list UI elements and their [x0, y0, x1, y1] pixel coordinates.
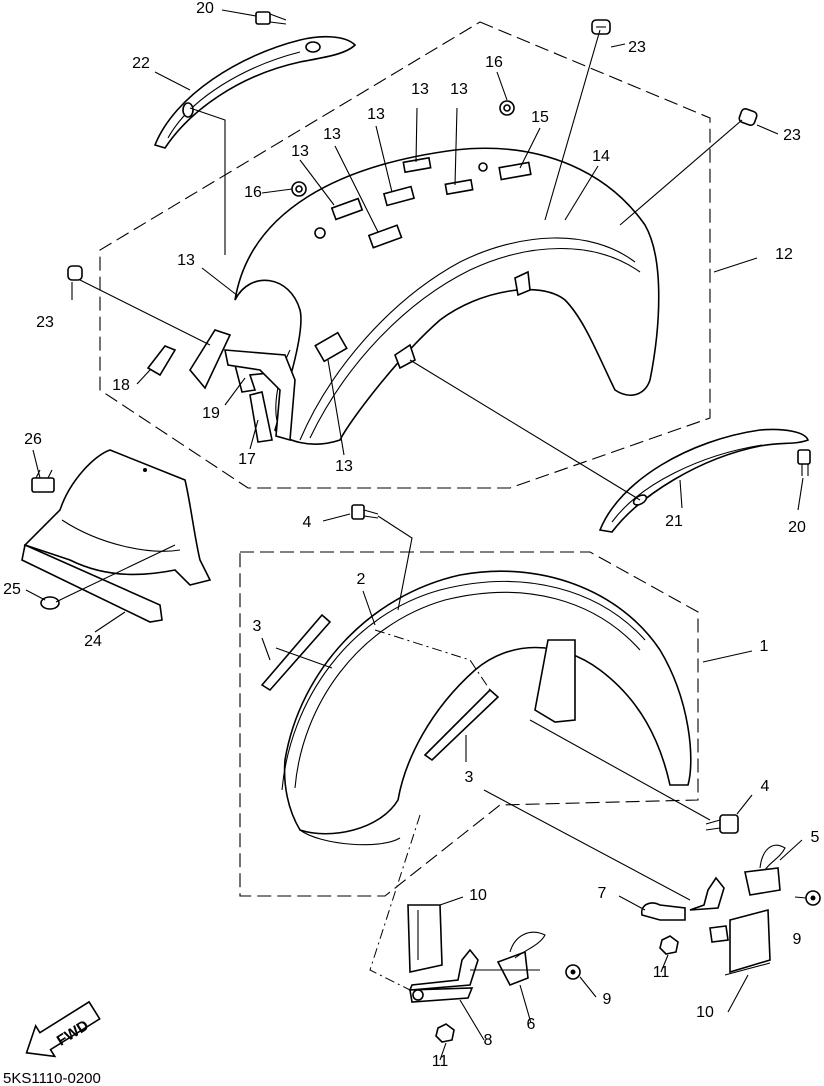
- stay-bracket: [224, 349, 296, 442]
- callout-20: 20: [196, 0, 214, 17]
- callout-labels: 1 2 3 3 4 4 5 6 7 8 9 9 10 10 11 11 12 1…: [3, 0, 819, 1070]
- callout-17: 17: [238, 451, 256, 468]
- callout-15: 15: [531, 109, 549, 126]
- grab-rail-22: [153, 35, 357, 149]
- reflector-10-left: [407, 904, 443, 973]
- callout-9: 9: [603, 991, 612, 1008]
- bracket-8: [408, 948, 479, 1003]
- bolt-4-top: [351, 504, 379, 520]
- callout-11: 11: [432, 1053, 449, 1070]
- rear-fender: [189, 147, 660, 445]
- callout-26: 26: [24, 431, 42, 448]
- bolt-20-top: [255, 11, 287, 25]
- rear-flap-24: [21, 449, 212, 623]
- callout-13: 13: [450, 81, 468, 98]
- drawing-code: 5KS1110-0200: [3, 1070, 101, 1086]
- front-fender-group-outline: [239, 551, 699, 897]
- nut-9-left: [565, 964, 581, 980]
- washer-16-right-hole: [503, 104, 511, 112]
- front-fender: [281, 570, 692, 846]
- callout-13: 13: [367, 106, 385, 123]
- leaders-front: [261, 513, 753, 821]
- callout-1: 1: [760, 638, 769, 655]
- bolt-20-right: [797, 449, 811, 476]
- leaders-flap: [25, 449, 176, 633]
- callout-19: 19: [202, 405, 220, 422]
- callout-9: 9: [793, 931, 802, 948]
- washer-16-left-hole: [295, 185, 303, 193]
- nut-11-left: [435, 1023, 455, 1043]
- fwd-arrow-icon: [25, 1000, 101, 1058]
- grab-rail-21: [598, 428, 810, 533]
- callout-20: 20: [788, 519, 806, 536]
- callout-13: 13: [177, 252, 195, 269]
- grommet-23-top: [591, 19, 611, 35]
- callout-14: 14: [592, 148, 610, 165]
- callout-8: 8: [484, 1032, 493, 1049]
- reflector-sticker-3-right: [423, 688, 500, 762]
- callout-2: 2: [357, 571, 366, 588]
- callout-4: 4: [761, 778, 770, 795]
- leaders-lower: [369, 789, 807, 1061]
- callout-10: 10: [696, 1004, 714, 1021]
- nut-11-right: [659, 935, 679, 955]
- callout-23: 23: [628, 39, 646, 56]
- callout-23: 23: [36, 314, 54, 331]
- callout-3: 3: [465, 769, 474, 786]
- callout-13: 13: [335, 458, 353, 475]
- callout-16: 16: [485, 54, 503, 71]
- callout-10: 10: [469, 887, 487, 904]
- callout-13: 13: [411, 81, 429, 98]
- damper-18: [146, 345, 177, 377]
- callout-13: 13: [291, 143, 309, 160]
- screw-25: [40, 596, 65, 610]
- callout-3: 3: [253, 618, 262, 635]
- leaders-upper: [71, 9, 804, 511]
- bolt-4-lower: [705, 814, 739, 834]
- callout-12: 12: [775, 246, 793, 263]
- bracket-right: [689, 876, 729, 943]
- callout-4: 4: [303, 514, 312, 531]
- callout-7: 7: [598, 885, 607, 902]
- clamp-5: [744, 844, 786, 896]
- reflector-10-right: [724, 908, 771, 976]
- stay-7: [640, 902, 686, 921]
- rear-fender-group-outline: [99, 21, 711, 489]
- nut-9-right: [805, 890, 821, 906]
- callout-18: 18: [112, 377, 130, 394]
- callout-23: 23: [783, 127, 801, 144]
- reflector-sticker-3-left: [260, 613, 332, 692]
- callout-22: 22: [132, 55, 150, 72]
- clip-26: [31, 469, 55, 493]
- clamp-6: [496, 931, 546, 987]
- callout-5: 5: [811, 829, 820, 846]
- callout-24: 24: [84, 633, 102, 650]
- callout-6: 6: [527, 1016, 536, 1033]
- grommet-23-left: [67, 265, 83, 281]
- callout-13: 13: [323, 126, 341, 143]
- callout-21: 21: [665, 513, 683, 530]
- clip-17: [249, 391, 273, 443]
- callout-25: 25: [3, 581, 21, 598]
- callout-11: 11: [653, 964, 670, 981]
- callout-16: 16: [244, 184, 262, 201]
- grommet-23-right: [738, 108, 758, 126]
